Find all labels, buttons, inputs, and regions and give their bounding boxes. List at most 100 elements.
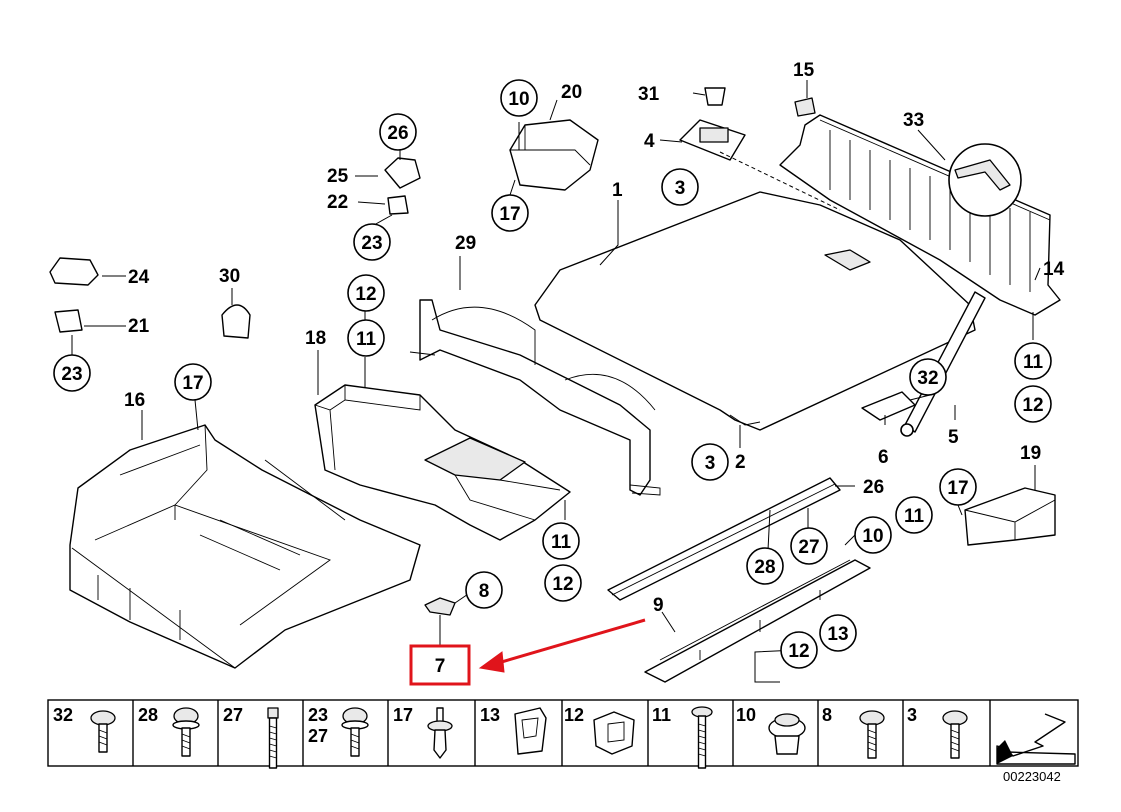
callout-31: 31: [638, 84, 660, 105]
svg-text:17: 17: [182, 373, 203, 394]
part-20-bracket-tray: [509, 119, 599, 191]
part-32-bracket: [861, 391, 916, 421]
callout-11c: 11: [542, 522, 580, 560]
svg-text:10: 10: [862, 526, 883, 547]
direction-arrow-icon: [996, 713, 1076, 765]
plain-callouts: 1 2 4 5 6 9 14 15 16 18 19 20 21 22 24 2…: [124, 60, 1065, 616]
callout-15: 15: [793, 60, 815, 81]
strip-label-27: 27: [223, 705, 243, 725]
callout-10a: 10: [500, 79, 538, 117]
callout-11d: 11: [895, 496, 933, 534]
callout-11a: 11: [347, 319, 385, 357]
part-5-gas-strut: [900, 291, 986, 437]
screw-icon: [90, 710, 116, 753]
svg-text:32: 32: [917, 368, 938, 389]
flange-screw-icon: [172, 707, 200, 757]
callout-26a: 26: [379, 113, 417, 151]
svg-text:23: 23: [61, 364, 82, 385]
screw-icon: [942, 710, 968, 759]
svg-text:8: 8: [479, 581, 490, 602]
part-33-loading-sill-trim: [779, 114, 1061, 316]
callout-18: 18: [305, 328, 326, 349]
callout-4: 4: [644, 131, 655, 152]
part-29-holding-bracket: [409, 299, 661, 496]
callout-12c: 12: [544, 564, 582, 602]
callout-13: 13: [819, 614, 857, 652]
strip-label-28: 28: [138, 705, 158, 725]
spring-clip-icon: [514, 707, 547, 755]
part-30-grommet: [221, 304, 251, 339]
document-number: 00223042: [1003, 769, 1061, 784]
part-24-cap: [49, 257, 99, 286]
callout-19: 19: [1020, 443, 1041, 464]
circled-callouts: 3 3 8 10 10 11 11 11 11 12 12 12 12 13 1…: [53, 79, 1052, 669]
callout-24: 24: [128, 267, 150, 288]
callout-17b: 17: [491, 194, 529, 232]
svg-text:23: 23: [361, 233, 382, 254]
svg-text:11: 11: [356, 329, 377, 350]
part-28-rail: [607, 477, 841, 601]
callout-20: 20: [561, 82, 582, 103]
leader-lines: [71, 80, 1041, 683]
callout-17c: 17: [939, 468, 977, 506]
strip-label-8: 8: [822, 705, 832, 725]
svg-text:12: 12: [1022, 395, 1043, 416]
callout-3b: 3: [691, 443, 729, 481]
callout-12b: 12: [1014, 385, 1052, 423]
callout-25: 25: [327, 166, 349, 187]
svg-text:11: 11: [1023, 352, 1044, 373]
callout-23a: 23: [353, 223, 391, 261]
svg-text:27: 27: [798, 537, 819, 558]
part-9-guide-rail: [644, 559, 871, 683]
callout-27: 27: [790, 527, 828, 565]
part-31-plug: [704, 87, 726, 106]
strip-label-13: 13: [480, 705, 500, 725]
svg-text:17: 17: [499, 204, 520, 225]
flange-screw-icon: [341, 707, 369, 757]
part-4-handle: [679, 119, 746, 161]
callout-17a: 17: [174, 363, 212, 401]
callout-14: 14: [1043, 259, 1065, 280]
callout-6: 6: [878, 447, 889, 468]
svg-text:10: 10: [508, 89, 529, 110]
svg-text:17: 17: [947, 478, 968, 499]
highlight-part-7: 7: [409, 618, 646, 686]
part-18-storage-box: [314, 384, 571, 541]
part-25-cap: [384, 157, 421, 189]
callout-30: 30: [219, 266, 240, 287]
long-bolt-icon: [267, 707, 279, 769]
part-8-clip: [424, 597, 456, 616]
callout-22: 22: [327, 192, 348, 213]
callout-23b: 23: [53, 354, 91, 392]
callout-1: 1: [612, 180, 623, 201]
strip-label-3: 3: [907, 705, 917, 725]
svg-text:28: 28: [754, 557, 775, 578]
callout-21: 21: [128, 316, 150, 337]
strip-label-32: 32: [53, 705, 73, 725]
svg-text:3: 3: [675, 178, 686, 199]
red-arrow-icon: [478, 651, 505, 673]
expanding-rivet-icon: [427, 707, 453, 759]
callout-26b: 26: [863, 477, 884, 498]
svg-text:12: 12: [355, 284, 376, 305]
svg-text:3: 3: [705, 453, 716, 474]
strip-label-10: 10: [736, 705, 756, 725]
svg-text:12: 12: [788, 641, 809, 662]
callout-29: 29: [455, 233, 476, 254]
svg-text:12: 12: [552, 574, 573, 595]
callout-3a: 3: [661, 168, 699, 206]
callout-28: 28: [746, 547, 784, 585]
part-15-pad: [794, 97, 816, 117]
callout-32: 32: [909, 358, 947, 396]
callout-10b: 10: [854, 516, 892, 554]
strip-label-11: 11: [652, 705, 671, 725]
svg-text:13: 13: [827, 624, 848, 645]
callout-5: 5: [948, 427, 959, 448]
svg-text:26: 26: [387, 123, 408, 144]
strip-label-12: 12: [564, 705, 584, 725]
callout-8: 8: [465, 571, 503, 609]
part-21-clip: [54, 309, 83, 333]
